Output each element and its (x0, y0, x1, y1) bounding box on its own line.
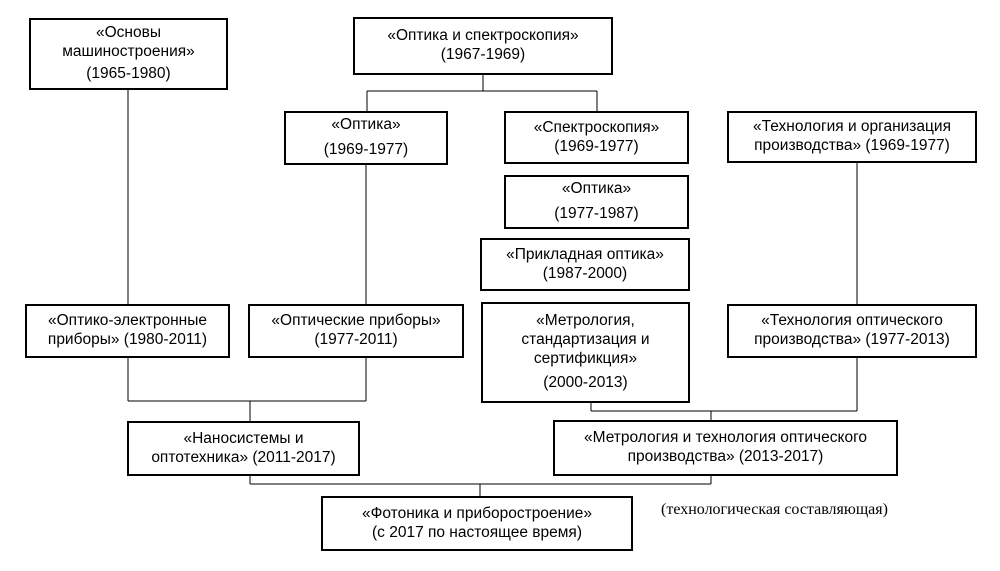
node-label-line: «Прикладная оптика» (506, 245, 664, 263)
node-label-line: (1969-1977) (323, 141, 409, 158)
node-optika-i-spektroskopiya: «Оптика и спектроскопия» (1967-1969) (353, 17, 613, 75)
node-label-line: «Метрология, (536, 312, 635, 330)
node-label-line: производства» (2013-2017) (627, 448, 824, 465)
node-label-line: (1987-2000) (542, 264, 628, 282)
node-tekhnologiya-i-organizatsiya: «Технология и организация производства» … (727, 111, 977, 163)
node-osnovy-mashinostroeniya: «Основы машиностроения» (1965-1980) (29, 18, 228, 90)
node-label-line: «Технология оптического (761, 312, 943, 330)
node-optika-1969: «Оптика» (1969-1977) (284, 111, 448, 165)
node-label-line: приборы» (1980-2011) (47, 331, 208, 348)
node-label-line: (1967-1969) (440, 46, 526, 63)
node-label-line: «Фотоника и приборостроение» (361, 504, 593, 522)
node-opticheskie-pribory: «Оптические приборы» (1977-2011) (248, 304, 464, 358)
node-label-line: «Спектроскопия» (533, 118, 660, 136)
node-prikladnaya-optika: «Прикладная оптика» (1987-2000) (480, 238, 690, 291)
node-label-line: «Оптические приборы» (271, 312, 441, 330)
node-label-line: «Оптика» (331, 116, 401, 134)
node-label-line: (1977-2011) (314, 331, 398, 348)
node-spektroskopiya: «Спектроскопия» (1969-1977) (504, 111, 689, 164)
node-label-line: «Наносистемы и (183, 429, 304, 447)
node-tekhnologiya-opticheskogo: «Технология оптического производства» (1… (727, 304, 977, 358)
node-label-line: «Оптика» (561, 180, 632, 198)
node-label-line: (2000-2013) (543, 374, 628, 392)
node-label-line: производства» (1969-1977) (754, 137, 950, 154)
node-label-line: (с 2017 по настоящее время) (371, 523, 582, 541)
node-label-line: сертификция» (533, 349, 638, 367)
node-metrologiya-standartizatsiya: «Метрология, стандартизация и сертификци… (481, 302, 690, 403)
annotation-tekhnologicheskaya: (технологическая составляющая) (661, 501, 888, 518)
node-label-line: «Оптика и спектроскопия» (387, 27, 579, 45)
node-label-line: «Оптико-электронные (48, 312, 207, 330)
node-label-line: (1965-1980) (86, 65, 171, 83)
node-nanosistemy-i-optotekhnika: «Наносистемы и оптотехника» (2011-2017) (127, 421, 360, 476)
node-label-line: машиностроения» (62, 42, 195, 60)
node-metrologiya-i-tekhnologiya: «Метрология и технология оптического про… (553, 420, 898, 476)
node-label-line: стандартизация и (521, 330, 650, 348)
node-fotonika-i-priborostroenie: «Фотоника и приборостроение» (с 2017 по … (321, 496, 633, 551)
node-label-line: производства» (1977-2013) (754, 331, 950, 348)
node-label-line: «Технология и организация (753, 118, 951, 136)
node-label-line: «Метрология и технология оптического (584, 429, 867, 447)
node-optiko-elektronnye-pribory: «Оптико-электронные приборы» (1980-2011) (25, 304, 230, 358)
node-label-line: (1969-1977) (554, 137, 639, 155)
node-label-line: оптотехника» (2011-2017) (151, 448, 336, 466)
node-label-line: «Основы (96, 24, 161, 42)
node-label-line: (1977-1987) (554, 205, 639, 222)
node-optika-1977: «Оптика» (1977-1987) (504, 175, 689, 229)
